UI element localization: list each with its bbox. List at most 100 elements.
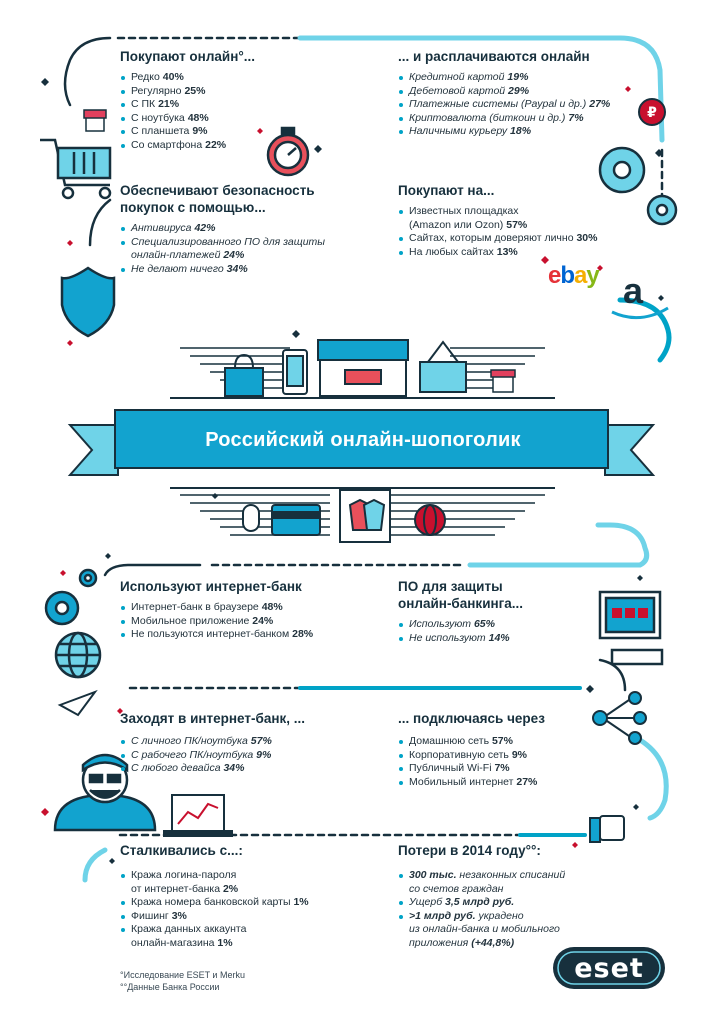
list-item: Не используют 14%	[398, 632, 598, 646]
thumbs-down-icon	[589, 815, 625, 843]
gear-icon-left	[44, 568, 98, 626]
paper-plane-icon	[57, 689, 98, 717]
globe-pin-icon	[414, 504, 446, 536]
footnote: °°Данные Банка России	[120, 981, 220, 992]
stopwatch-icon	[266, 126, 310, 177]
stat-list: Известных площадках(Amazon или Ozon) 57%…	[398, 205, 648, 259]
list-item: Кредитной картой 19%	[398, 71, 648, 85]
section-heading: Покупают онлайн°...	[120, 49, 256, 64]
globe-icon	[54, 631, 102, 679]
stat-list: Антивируса 42% Специализированного ПО дл…	[120, 222, 370, 276]
computer-monitor-icon	[598, 590, 664, 666]
shopping-bag-icon	[224, 353, 264, 397]
list-item: С планшета 9%	[120, 125, 360, 139]
amazon-smile-icon	[611, 306, 669, 320]
section-pay-online: ... и расплачиваются онлайн Кредитной ка…	[398, 48, 648, 139]
sparkle-decorations	[41, 78, 664, 864]
credit-card-icon	[271, 504, 321, 536]
stat-list: Используют 65% Не используют 14%	[398, 618, 598, 645]
shopping-cart-icon	[40, 138, 112, 200]
section-heading: Покупают на...	[398, 183, 495, 198]
shield-icon	[60, 266, 116, 338]
hacker-icon	[53, 753, 157, 832]
list-item: Сайтах, которым доверяют лично 30%	[398, 232, 648, 246]
list-item: Ущерб 3,5 млрд руб.	[398, 896, 598, 910]
stat-list: Домашнюю сеть 57% Корпоративную сеть 9% …	[398, 735, 598, 789]
section-buy-on: Покупают на... Известных площадках(Amazo…	[398, 182, 648, 259]
laptop-chart-icon	[163, 794, 233, 837]
mouse-icon	[242, 504, 260, 532]
storefront-icon	[317, 339, 409, 397]
list-item: С личного ПК/ноутбука 57%	[120, 735, 380, 749]
smartphone-icon	[282, 349, 308, 395]
footnotes: °Исследование ESET и Merku °°Данные Банк…	[120, 970, 245, 993]
section-heading: ... и расплачиваются онлайн	[398, 49, 590, 64]
list-item: С любого девайса 34%	[120, 762, 380, 776]
list-item: С ПК 21%	[120, 98, 360, 112]
list-item: Используют 65%	[398, 618, 598, 632]
section-buy-online: Покупают онлайн°... Редко 40% Регулярно …	[120, 48, 360, 153]
section-internet-bank: Используют интернет-банк Интернет-банк в…	[120, 578, 380, 642]
list-item: Известных площадках(Amazon или Ozon) 57%	[398, 205, 648, 232]
stat-list: Редко 40% Регулярно 25% С ПК 21% С ноутб…	[120, 71, 360, 153]
eset-logo: eset	[574, 952, 644, 984]
section-heading: Заходят в интернет-банк, ...	[120, 711, 305, 726]
list-item: Интернет-банк в браузере 48%	[120, 601, 380, 615]
list-item: Регулярно 25%	[120, 85, 360, 99]
list-item: Фишинг 3%	[120, 910, 380, 924]
footnote: °Исследование ESET и Merku	[120, 970, 245, 980]
list-item: Мобильное приложение 24%	[120, 615, 380, 629]
page-title: Российский онлайн-шопоголик	[205, 428, 521, 451]
amazon-logo: a	[623, 270, 644, 311]
list-item: Наличными курьеру 18%	[398, 125, 648, 139]
list-item: Платежные системы (Paypal и др.) 27%	[398, 98, 648, 112]
list-item: Кража номера банковской карты 1%	[120, 896, 380, 910]
gear-icon	[598, 146, 678, 226]
section-access-from: Заходят в интернет-банк, ... С личного П…	[120, 710, 380, 776]
svg-text:₽: ₽	[647, 105, 657, 121]
list-item: Криптовалюта (биткоин и др.) 7%	[398, 112, 648, 126]
banner-ribbon	[67, 409, 656, 476]
list-item: Мобильный интернет 27%	[398, 776, 598, 790]
list-item: С рабочего ПК/ноутбука 9%	[120, 749, 380, 763]
clothes-rack-icon	[339, 489, 391, 543]
stat-list: Интернет-банк в браузере 48% Мобильное п…	[120, 601, 380, 642]
connector-lines	[63, 35, 672, 883]
rouble-coin-icon: ₽	[638, 98, 666, 126]
eset-logo-bg	[553, 947, 665, 989]
list-item: Редко 40%	[120, 71, 360, 85]
section-heading: Используют интернет-банк	[120, 579, 302, 594]
list-item: Не делают ничего 34%	[120, 263, 370, 277]
section-heading: ... подключаясь через	[398, 711, 545, 726]
list-item: На любых сайтах 13%	[398, 246, 648, 260]
list-item: Не пользуются интернет-банком 28%	[120, 628, 380, 642]
stat-list: Кредитной картой 19% Дебетовой картой 29…	[398, 71, 648, 139]
small-shop-icon	[490, 369, 516, 393]
section-losses: Потери в 2014 году°°: 300 тыс. незаконны…	[398, 842, 598, 951]
list-item: Со смартфона 22%	[120, 139, 360, 153]
stat-list: С личного ПК/ноутбука 57% С рабочего ПК/…	[120, 735, 380, 776]
basket-icon	[419, 340, 467, 393]
ebay-logo: ebay	[548, 262, 600, 289]
section-connect-via: ... подключаясь через Домашнюю сеть 57% …	[398, 710, 598, 789]
list-item: Дебетовой картой 29%	[398, 85, 648, 99]
list-item: Корпоративную сеть 9%	[398, 749, 598, 763]
shop-small-icon	[83, 109, 107, 132]
list-item: С ноутбука 48%	[120, 112, 360, 126]
list-item: Домашнюю сеть 57%	[398, 735, 598, 749]
section-heading: Сталкивались с...:	[120, 843, 243, 858]
list-item: Антивируса 42%	[120, 222, 370, 236]
